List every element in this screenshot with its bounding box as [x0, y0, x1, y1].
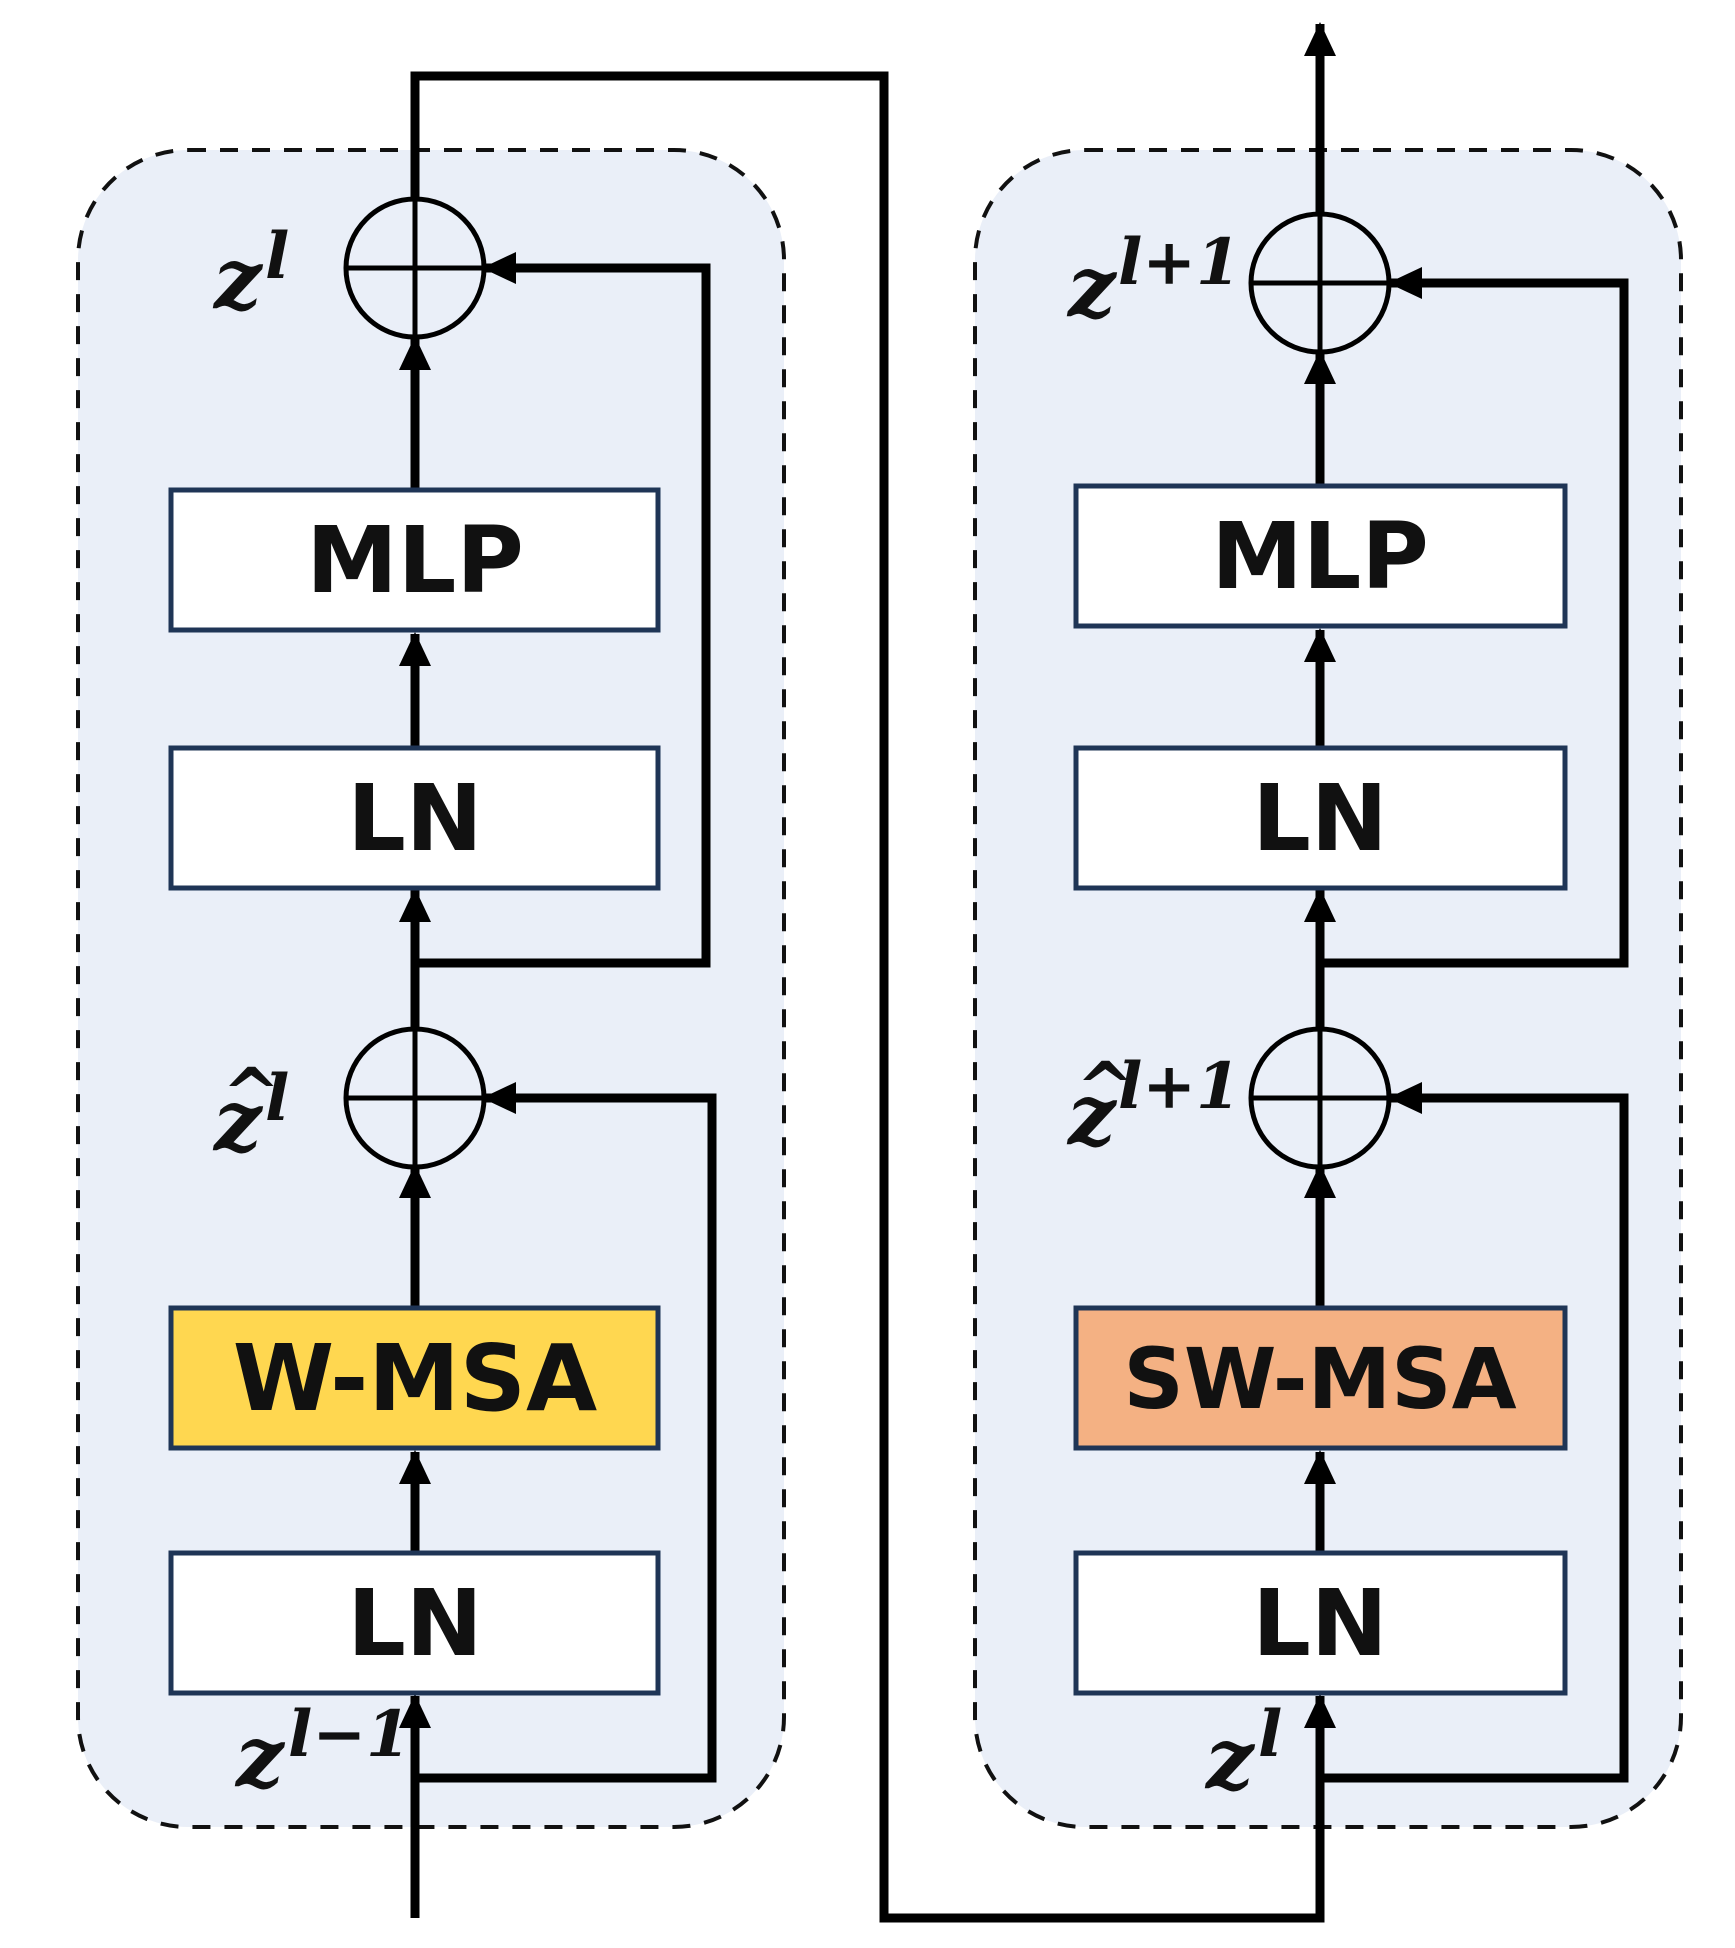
right-swmsa-box: SW-MSA	[1073, 1305, 1568, 1451]
right-residual-2	[1320, 267, 1629, 968]
left-input-var-base: z	[234, 1707, 286, 1806]
left-intermediate-var-base: z	[212, 1071, 264, 1170]
right-ln-top-label: LN	[1252, 765, 1388, 872]
left-mlp-label: MLP	[306, 507, 524, 614]
right-residual-1	[1320, 1082, 1629, 1783]
left-wmsa-label: W-MSA	[233, 1325, 598, 1432]
left-intermediate-var-hat: ^	[222, 1052, 281, 1135]
left-ln-top-box: LN	[168, 745, 661, 891]
right-intermediate-var-hat: ^	[1076, 1046, 1135, 1129]
right-output-var-base: z	[1066, 237, 1118, 336]
right-mlp-box: MLP	[1073, 483, 1568, 629]
left-output-var-base: z	[212, 229, 264, 328]
right-sum-bottom-icon	[1248, 1026, 1392, 1170]
right-sum-top-icon	[1248, 211, 1392, 355]
right-intermediate-var-sup: l+1	[1118, 1049, 1240, 1124]
right-input-variable: z l	[1204, 1697, 1282, 1808]
right-output-variable: z l+1	[1066, 225, 1240, 336]
left-ln-top-label: LN	[347, 765, 483, 872]
left-output-var-sup: l	[265, 219, 289, 294]
right-input-var-sup: l	[1258, 1697, 1282, 1772]
left-intermediate-var-sup: l	[265, 1061, 289, 1136]
right-output-var-sup: l+1	[1118, 225, 1240, 300]
right-mlp-label: MLP	[1211, 503, 1429, 610]
right-intermediate-variable: ^ z l+1	[1066, 1046, 1240, 1164]
left-ln-bottom-box: LN	[168, 1550, 661, 1696]
left-input-variable: z l−1	[234, 1697, 410, 1806]
right-input-var-base: z	[1204, 1709, 1256, 1808]
right-swmsa-label: SW-MSA	[1123, 1330, 1516, 1428]
right-intermediate-var-base: z	[1066, 1065, 1118, 1164]
left-residual-1	[415, 1082, 717, 1783]
left-residual-2	[415, 252, 711, 968]
left-sum-bottom-icon	[343, 1026, 487, 1170]
left-output-variable: z l	[212, 219, 289, 328]
left-mlp-box: MLP	[168, 487, 661, 633]
left-wmsa-box: W-MSA	[168, 1305, 661, 1451]
left-ln-bottom-label: LN	[347, 1570, 483, 1677]
left-sum-top-icon	[343, 196, 487, 340]
left-input-var-sup: l−1	[288, 1697, 410, 1772]
right-ln-bottom-label: LN	[1252, 1570, 1388, 1677]
right-ln-top-box: LN	[1073, 745, 1568, 891]
left-intermediate-variable: ^ z l	[212, 1052, 289, 1170]
right-ln-bottom-box: LN	[1073, 1550, 1568, 1696]
left-to-right-connector	[410, 71, 1336, 1923]
